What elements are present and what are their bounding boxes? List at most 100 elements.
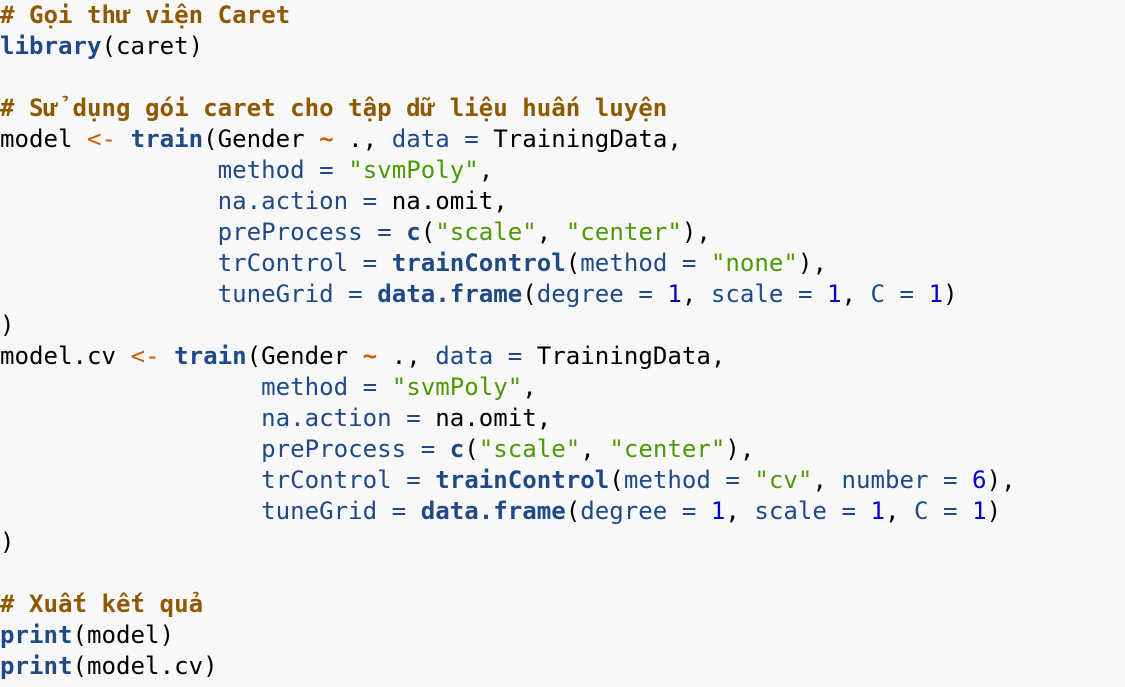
code-number: 1: [710, 497, 726, 525]
code-argument: preProcess: [261, 435, 407, 463]
code-text: [0, 466, 261, 494]
code-keyword: trainControl: [435, 466, 610, 494]
code-operator: <-: [87, 125, 117, 153]
code-text: [667, 497, 682, 525]
code-text: [392, 404, 407, 432]
code-number: 1: [870, 497, 885, 525]
code-text: ,: [885, 497, 915, 525]
code-text: ): [0, 528, 15, 556]
code-text: [377, 249, 392, 277]
code-line: print(model): [0, 620, 1125, 651]
code-text: ),: [797, 249, 827, 277]
code-argument: =: [362, 249, 378, 277]
code-argument: =: [899, 280, 915, 308]
code-argument: C: [914, 497, 929, 525]
code-number: 1: [826, 280, 842, 308]
code-text: [929, 466, 944, 494]
code-argument: =: [406, 466, 421, 494]
code-text: ,: [522, 373, 537, 401]
code-text: ),: [681, 218, 711, 246]
code-argument: degree: [536, 280, 624, 308]
code-text: [334, 156, 349, 184]
code-argument: C: [870, 280, 886, 308]
code-text: [348, 187, 363, 215]
code-line: ): [0, 310, 1125, 341]
code-argument: method: [623, 466, 711, 494]
code-text: [0, 187, 218, 215]
code-keyword: c: [449, 435, 465, 463]
code-text: (model): [72, 621, 175, 649]
code-comment: # Sử dụng gói caret cho tập dữ liệu huấn…: [0, 94, 668, 122]
code-string: "center": [609, 435, 726, 463]
code-text: [116, 125, 131, 153]
code-text: [0, 497, 261, 525]
code-text: [363, 218, 378, 246]
code-text: [392, 466, 407, 494]
code-string: "cv": [754, 466, 813, 494]
code-line: # Gọi thư viện Caret: [0, 0, 1125, 31]
code-text: ): [0, 311, 15, 339]
code-operator: ~: [362, 342, 378, 370]
code-keyword: trainControl: [391, 249, 566, 277]
code-text: [696, 249, 711, 277]
code-argument: tuneGrid: [217, 280, 334, 308]
code-argument: =: [319, 156, 334, 184]
code-text: [653, 280, 668, 308]
code-number: 1: [972, 497, 987, 525]
code-text: [856, 497, 871, 525]
code-line: tuneGrid = data.frame(degree = 1, scale …: [0, 496, 1125, 527]
code-argument: data: [391, 125, 450, 153]
code-text: [958, 466, 973, 494]
code-text: [624, 280, 639, 308]
code-comment: # Gọi thư viện Caret: [0, 1, 291, 29]
code-text: [0, 218, 218, 246]
code-argument: =: [362, 187, 378, 215]
code-comment: # Xuất kết quả: [0, 590, 204, 618]
code-argument: =: [943, 497, 958, 525]
code-keyword: print: [0, 621, 73, 649]
code-text: model: [0, 125, 88, 153]
code-text: ,: [478, 156, 494, 184]
code-text: [783, 280, 798, 308]
code-keyword: train: [174, 342, 247, 370]
code-text: (: [420, 218, 436, 246]
code-text: [0, 156, 218, 184]
code-argument: data: [435, 342, 494, 370]
code-text: ,: [681, 280, 711, 308]
code-line: ​: [0, 62, 1125, 93]
code-argument: trControl: [217, 249, 349, 277]
code-text: [305, 156, 320, 184]
code-text: (: [609, 466, 624, 494]
code-keyword: print: [0, 652, 73, 680]
code-line: tuneGrid = data.frame(degree = 1, scale …: [0, 279, 1125, 310]
code-text: (: [565, 249, 581, 277]
code-line: # Xuất kết quả: [0, 589, 1125, 620]
code-text: [406, 497, 421, 525]
code-text: (caret): [101, 32, 204, 60]
code-text: .,: [333, 125, 392, 153]
code-keyword: data.frame: [420, 497, 566, 525]
code-text: [929, 497, 944, 525]
code-text: .,: [377, 342, 436, 370]
code-line: trControl = trainControl(method = "none"…: [0, 248, 1125, 279]
code-text: [435, 435, 450, 463]
code-text: TrainingData,: [522, 342, 726, 370]
code-line: library(caret): [0, 31, 1125, 62]
code-argument: =: [391, 497, 407, 525]
code-text: [885, 280, 900, 308]
code-argument: =: [725, 466, 740, 494]
code-text: [160, 342, 175, 370]
code-text: [334, 280, 349, 308]
code-text: [0, 435, 261, 463]
code-string: "center": [565, 218, 682, 246]
code-text: na.omit,: [377, 187, 508, 215]
code-argument: number: [841, 466, 929, 494]
code-text: [667, 249, 682, 277]
code-text: (: [522, 280, 537, 308]
code-argument: =: [362, 373, 378, 401]
code-text: [377, 497, 392, 525]
code-text: [493, 342, 508, 370]
code-text: ,: [812, 466, 842, 494]
code-line: trControl = trainControl(method = "cv", …: [0, 465, 1125, 496]
